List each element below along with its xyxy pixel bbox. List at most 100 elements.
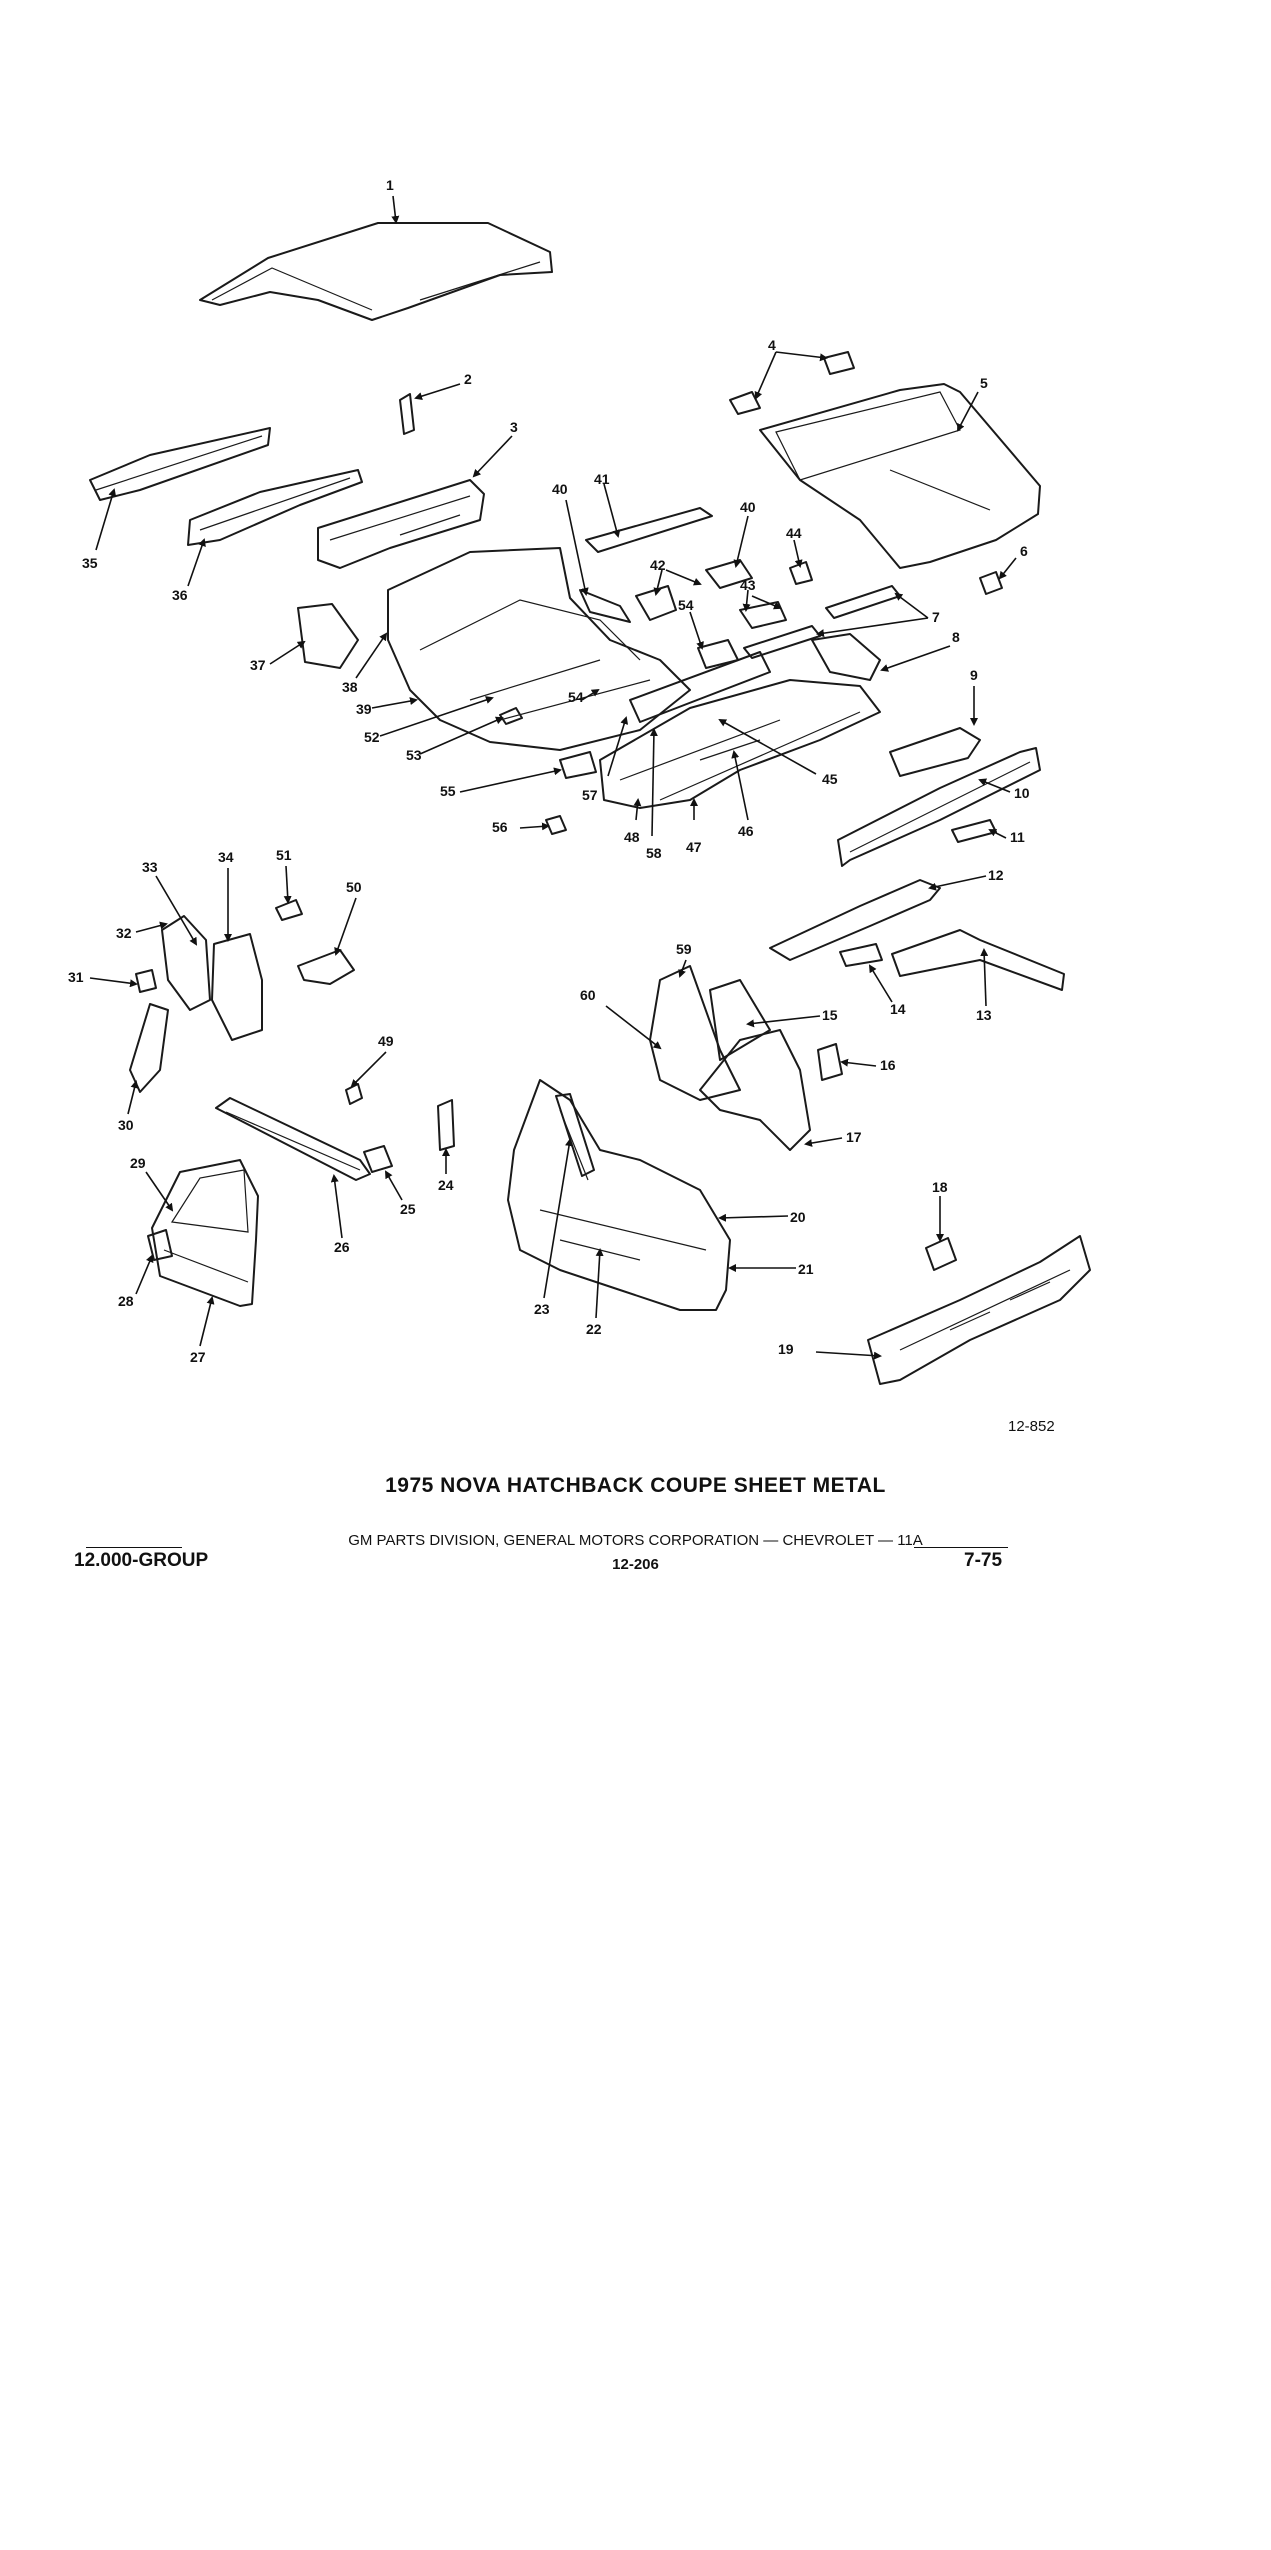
bracket-25 (363, 1145, 393, 1173)
callout-45: 45 (822, 771, 838, 787)
clip-56 (545, 815, 567, 835)
callout-35: 35 (82, 555, 98, 571)
callout-22: 22 (586, 1321, 602, 1337)
callout-15: 15 (822, 1007, 838, 1023)
bracket-54 (697, 639, 739, 669)
callout-33: 33 (142, 859, 158, 875)
callout-21: 21 (798, 1261, 814, 1277)
callout-6: 6 (1020, 543, 1028, 559)
callout-36: 36 (172, 587, 188, 603)
windshield-header (89, 427, 271, 501)
callout-28: 28 (118, 1293, 134, 1309)
bracket-2 (399, 393, 415, 435)
rocker-rail-41 (585, 507, 713, 553)
callout-8: 8 (952, 629, 960, 645)
callout-34: 34 (218, 849, 234, 865)
callout-53: 53 (406, 747, 422, 763)
callout-37: 37 (250, 657, 266, 673)
callout-30: 30 (118, 1117, 134, 1133)
callout-59: 59 (676, 941, 692, 957)
dash-panel (317, 479, 485, 569)
callout-46: 46 (738, 823, 754, 839)
bracket-55 (559, 751, 597, 779)
callout-44: 44 (786, 525, 802, 541)
hatch-panel (759, 383, 1041, 569)
callout-54-left: 54 (568, 689, 584, 705)
callout-4: 4 (768, 337, 776, 353)
division-line: GM PARTS DIVISION, GENERAL MOTORS CORPOR… (348, 1532, 923, 1549)
callout-54-right: 54 (678, 597, 694, 613)
callout-27: 27 (190, 1349, 206, 1365)
brace-40-right (705, 559, 753, 589)
callout-24: 24 (438, 1177, 454, 1193)
callout-18: 18 (932, 1179, 948, 1195)
callout-2: 2 (464, 371, 472, 387)
figure-id: 12-852 (1008, 1418, 1055, 1435)
callout-51: 51 (276, 847, 292, 863)
rocker-panel (215, 1097, 371, 1181)
revision-date: 7-75 (964, 1550, 1003, 1571)
quarter-inner-59-60 (649, 965, 741, 1101)
tunnel-panel (629, 651, 771, 723)
hinge-28 (147, 1229, 173, 1261)
callout-48: 48 (624, 829, 640, 845)
rail-40-left (579, 589, 631, 623)
callout-41: 41 (594, 471, 610, 487)
extension-16 (817, 1043, 843, 1081)
callout-31: 31 (68, 969, 84, 985)
callout-3: 3 (510, 419, 518, 435)
bracket-49 (345, 1083, 363, 1105)
callout-40-right: 40 (740, 499, 756, 515)
roof-panel (199, 222, 553, 321)
door-assembly (151, 1159, 259, 1307)
bracket-51 (275, 899, 303, 921)
callout-12: 12 (988, 867, 1004, 883)
bracket-14 (839, 943, 883, 967)
hatch-hinge-left (729, 391, 761, 415)
bracket-43 (739, 601, 787, 629)
bracket-11 (951, 819, 997, 843)
front-floor-pan (387, 547, 691, 751)
callout-50: 50 (346, 879, 362, 895)
leader-lines (89, 195, 1017, 1360)
callout-7: 7 (932, 609, 940, 625)
callout-56: 56 (492, 819, 508, 835)
callout-9: 9 (970, 667, 978, 683)
callout-17: 17 (846, 1129, 862, 1145)
window-molding-23 (555, 1093, 595, 1177)
group-number: 12.000-GROUP (74, 1550, 209, 1571)
quarter-inner-15 (709, 979, 771, 1061)
callout-16: 16 (880, 1057, 896, 1073)
hatch-bumper (979, 571, 1003, 595)
page-number: 12-206 (612, 1556, 659, 1573)
callout-labels: 1 2 3 4 5 6 7 8 9 10 11 12 13 14 15 16 1… (68, 177, 1030, 1365)
bracket-31 (135, 969, 157, 993)
callout-38: 38 (342, 679, 358, 695)
rear-sill-panel (837, 747, 1041, 867)
callout-19: 19 (778, 1341, 794, 1357)
callout-10: 10 (1014, 785, 1030, 801)
callout-20: 20 (790, 1209, 806, 1225)
pillar-34 (211, 933, 263, 1041)
callout-52: 52 (364, 729, 380, 745)
pillar-32-33 (161, 915, 211, 1011)
callout-1: 1 (386, 177, 394, 193)
rail-8 (811, 633, 881, 681)
bracket-37 (297, 603, 359, 669)
callout-11: 11 (1010, 829, 1025, 845)
wheelhouse-17 (699, 1029, 811, 1151)
hinge-pillar-30 (129, 1003, 169, 1093)
callout-60: 60 (580, 987, 596, 1003)
rear-end-panel (867, 1235, 1091, 1385)
exploded-parts-diagram: 1 2 3 4 5 6 7 8 9 10 11 12 13 14 15 16 1… (68, 177, 1091, 1385)
rail-7-upper (825, 585, 901, 619)
callout-42: 42 (650, 557, 666, 573)
plug-53 (499, 707, 523, 725)
callout-57: 57 (582, 787, 598, 803)
rear-rail-13 (891, 929, 1065, 991)
quarter-panel (507, 1079, 731, 1311)
footer-rule-left (86, 1547, 182, 1548)
rear-crossmember-9 (889, 727, 981, 777)
hatch-hinge-right (823, 351, 855, 375)
